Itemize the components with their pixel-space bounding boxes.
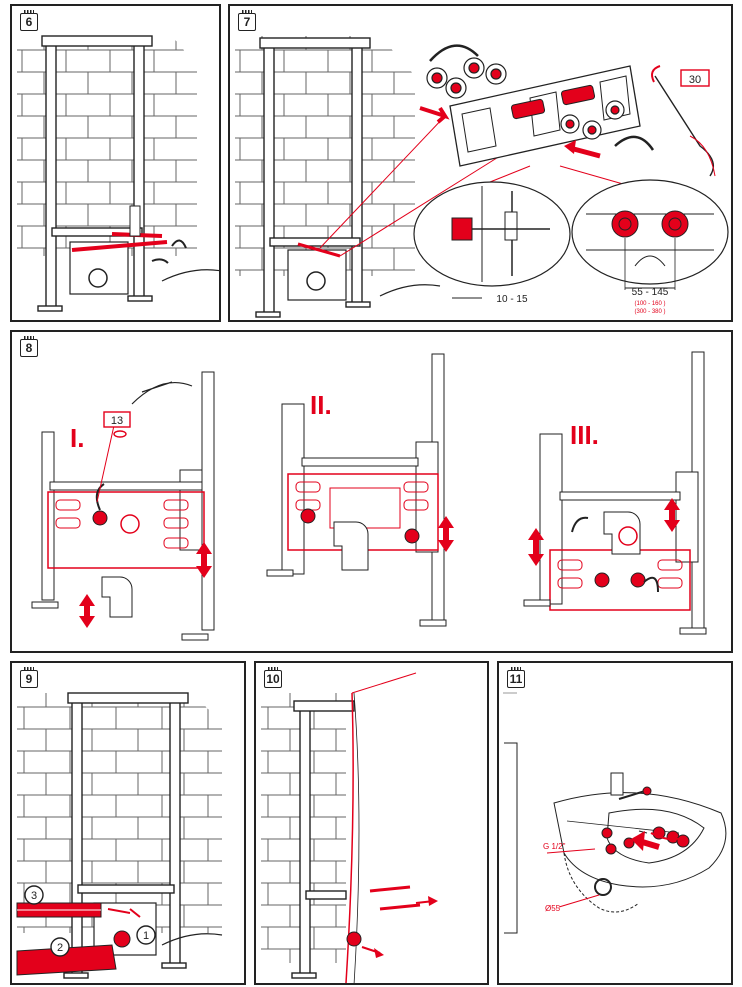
drain-outlet — [306, 271, 326, 291]
supply-pipe-3 — [16, 902, 102, 918]
protective-caps — [346, 885, 421, 947]
detail-ellipse-depth — [413, 181, 571, 287]
step-11-illustration: G 1/2" Ø55 — [503, 692, 727, 934]
adjust-arrow-icon-2 — [438, 516, 454, 552]
step-9-number: 9 — [20, 667, 38, 688]
hand-with-wrench-icon — [131, 381, 193, 405]
drain-hole — [594, 878, 612, 896]
phase-2-label: II. — [310, 390, 332, 420]
detail-ellipse-spacing — [571, 179, 729, 285]
callout-2-label: 2 — [57, 942, 63, 954]
adjust-arrow-icon-3 — [528, 498, 680, 566]
rotate-arrow-icon — [429, 44, 479, 62]
threaded-rod-red — [71, 240, 168, 252]
drain-outlet — [88, 268, 108, 288]
brick-wall — [17, 693, 222, 933]
step-6-number: 6 — [20, 10, 38, 31]
phase-1-label: I. — [70, 423, 84, 453]
spacing-outlets-red — [611, 210, 689, 238]
step-7-number: 7 — [238, 10, 256, 31]
detail-leader-line — [319, 115, 446, 249]
adjust-arrow-icon — [79, 542, 212, 628]
brick-wall — [17, 36, 197, 256]
step-10-panel: 10 — [254, 661, 489, 985]
washer-set-right — [560, 100, 625, 140]
push-arrow-icon-2 — [569, 145, 601, 159]
brick-wall — [235, 36, 415, 276]
floor-line — [161, 269, 219, 282]
callout-3-circle — [24, 885, 44, 905]
drain-pipe-2 — [16, 944, 117, 976]
wrench-icon — [651, 65, 716, 177]
installation-frame — [37, 35, 153, 312]
drain-outlet-red — [113, 930, 131, 948]
wrench-size-label: 13 — [111, 415, 123, 427]
step-8-panel: 8 I. 13 — [10, 330, 733, 653]
threaded-rod-red — [297, 242, 341, 258]
bidet-ceramic — [553, 772, 727, 888]
step-11-panel: 11 G 1/2" Ø55 — [497, 661, 733, 985]
thread-label: G 1/2" — [543, 842, 566, 851]
phase-2-assembly — [266, 353, 447, 627]
phase-3-label: III. — [570, 420, 599, 450]
step-7-panel: 7 — [228, 4, 733, 322]
rotate-arrow-icon-2 — [151, 258, 169, 264]
step-7-illustration: 30 10 - 15 55 - 145 (100 - 160 ) (300 - … — [235, 36, 729, 318]
detail-pointer-2 — [559, 165, 631, 187]
diameter-label: Ø55 — [545, 904, 561, 913]
nut-section — [504, 211, 518, 241]
threaded-nipples-red — [510, 84, 596, 120]
step-9-panel: 9 3 2 1 — [10, 661, 246, 985]
cistern-body — [287, 249, 347, 301]
step-10-illustration — [261, 672, 438, 983]
wrench-size-box — [103, 411, 131, 428]
wrench-size-box — [680, 69, 710, 87]
installation-frame — [291, 700, 355, 979]
detail-leader-line-2 — [339, 155, 501, 257]
depth-dimension-label: 10 - 15 — [496, 294, 528, 305]
detail-pointer — [484, 165, 531, 185]
push-arrow-icon — [419, 106, 450, 124]
step-8-number: 8 — [20, 336, 38, 357]
wall-edge — [504, 742, 518, 934]
washer-icon — [113, 430, 127, 438]
spacing-alt-range-2: (300 - 380 ) — [634, 309, 665, 315]
callout-1-label: 1 — [143, 930, 149, 942]
supply-fittings-red — [107, 908, 141, 918]
side-bracket — [129, 205, 141, 237]
installation-frame — [63, 692, 189, 979]
rotate-arrow-icon-2 — [614, 135, 655, 151]
phase-3-assembly — [523, 351, 707, 635]
wrench-size-label: 30 — [689, 74, 701, 86]
callout-2-circle — [50, 937, 70, 957]
thread-pointer — [546, 848, 596, 854]
callout-3-label: 3 — [31, 890, 37, 902]
plasterboard-top — [351, 672, 417, 694]
step-9-illustration: 3 2 1 — [16, 692, 223, 979]
step-10-number: 10 — [264, 667, 282, 688]
push-arrow-icon — [631, 831, 660, 851]
washer-set-left — [426, 57, 507, 99]
step-6-panel: 6 — [10, 4, 221, 322]
callout-1-circle — [136, 925, 156, 945]
floor-line — [161, 933, 223, 946]
bidet-hidden-outline — [563, 852, 640, 913]
spacing-dimension-label: 55 - 145 — [632, 287, 669, 298]
installation-frame — [255, 37, 371, 318]
floor-line — [379, 284, 441, 297]
nipple-section — [451, 217, 473, 241]
spacing-alt-range-1: (100 - 160 ) — [634, 301, 665, 307]
step-6-illustration — [17, 35, 219, 312]
rotate-arrow-icon — [171, 239, 187, 249]
diameter-pointer — [558, 894, 600, 908]
step-11-number: 11 — [507, 667, 525, 688]
step-8-illustration: I. 13 II. — [31, 351, 707, 641]
